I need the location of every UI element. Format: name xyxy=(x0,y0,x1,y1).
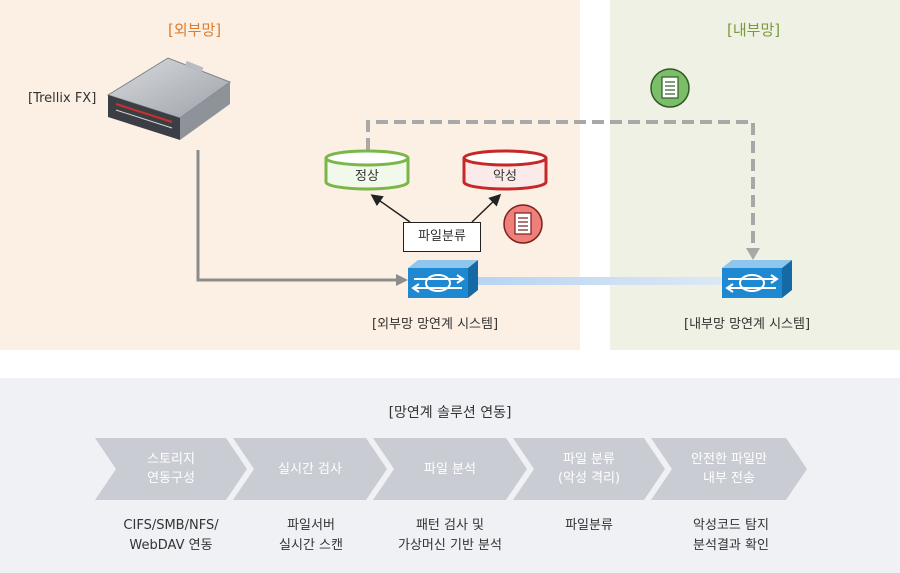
step-4-line1: 파일 분류 xyxy=(563,452,615,467)
step-3-chevron xyxy=(373,438,527,500)
arrow-to-normal xyxy=(370,194,411,223)
step-2-chevron xyxy=(233,438,387,500)
process-chevrons xyxy=(95,438,807,500)
step-2-text: 실시간 검사 xyxy=(250,460,370,479)
step-4-text: 파일 분류 (악성 격리) xyxy=(529,450,649,488)
arrow-to-malicious xyxy=(471,193,502,223)
external-system-label: [외부망 망연계 시스템] xyxy=(372,317,499,332)
internal-zone-title: [내부망] xyxy=(727,21,781,39)
malicious-db-label: 악성 xyxy=(493,169,517,184)
step-2-desc-line2: 실시간 스캔 xyxy=(279,538,343,553)
step-5-line2: 내부 전송 xyxy=(703,471,755,486)
clean-transfer-path xyxy=(366,120,760,260)
external-zone-title: [외부망] xyxy=(168,21,222,39)
step-5-desc: 악성코드 탐지 분석결과 확인 xyxy=(656,516,806,556)
step-2-desc-line1: 파일서버 xyxy=(287,518,335,533)
step-5-line1: 안전한 파일만 xyxy=(691,452,767,467)
external-switch-icon xyxy=(408,260,478,298)
network-link xyxy=(476,277,726,285)
step-5-text: 안전한 파일만 내부 전송 xyxy=(669,450,789,488)
file-classification-box: 파일분류 xyxy=(403,222,481,252)
server-label: [Trellix FX] xyxy=(28,91,97,106)
step-1-desc: CIFS/SMB/NFS/ WebDAV 연동 xyxy=(96,516,246,556)
step-1-text: 스토리지 연동구성 xyxy=(111,450,231,488)
integration-title: [망연계 솔루션 연동] xyxy=(388,405,512,421)
step-3-desc-line1: 패턴 검사 및 xyxy=(415,518,485,533)
step-5-desc-line1: 악성코드 탐지 xyxy=(693,518,769,533)
step-5-desc-line2: 분석결과 확인 xyxy=(693,538,769,553)
internal-system-label: [내부망 망연계 시스템] xyxy=(684,317,811,332)
step-4-desc-line1: 파일분류 xyxy=(565,518,613,533)
step-3-line1: 파일 분석 xyxy=(424,462,476,477)
step-1-desc-line2: WebDAV 연동 xyxy=(129,538,213,553)
step-1-line1: 스토리지 xyxy=(147,452,195,467)
internal-switch-icon xyxy=(722,260,792,298)
malicious-document-icon xyxy=(503,204,543,244)
step-3-desc: 패턴 검사 및 가상머신 기반 분석 xyxy=(375,516,525,556)
step-4-line2: (악성 격리) xyxy=(557,471,621,486)
server-to-system-path xyxy=(196,150,408,286)
step-4-chevron xyxy=(513,438,665,500)
step-1-desc-line1: CIFS/SMB/NFS/ xyxy=(123,518,219,533)
step-1-chevron xyxy=(95,438,247,500)
step-4-desc: 파일분류 xyxy=(514,516,664,536)
step-2-line1: 실시간 검사 xyxy=(278,462,342,477)
step-3-text: 파일 분석 xyxy=(390,460,510,479)
step-5-chevron xyxy=(651,438,807,500)
step-1-line2: 연동구성 xyxy=(147,471,195,486)
step-3-desc-line2: 가상머신 기반 분석 xyxy=(398,538,502,553)
normal-database-icon xyxy=(324,149,410,191)
trellix-server-icon xyxy=(106,57,232,140)
clean-document-icon xyxy=(650,68,690,108)
step-2-desc: 파일서버 실시간 스캔 xyxy=(236,516,386,556)
normal-db-label: 정상 xyxy=(355,169,379,184)
malicious-database-icon xyxy=(462,149,548,191)
